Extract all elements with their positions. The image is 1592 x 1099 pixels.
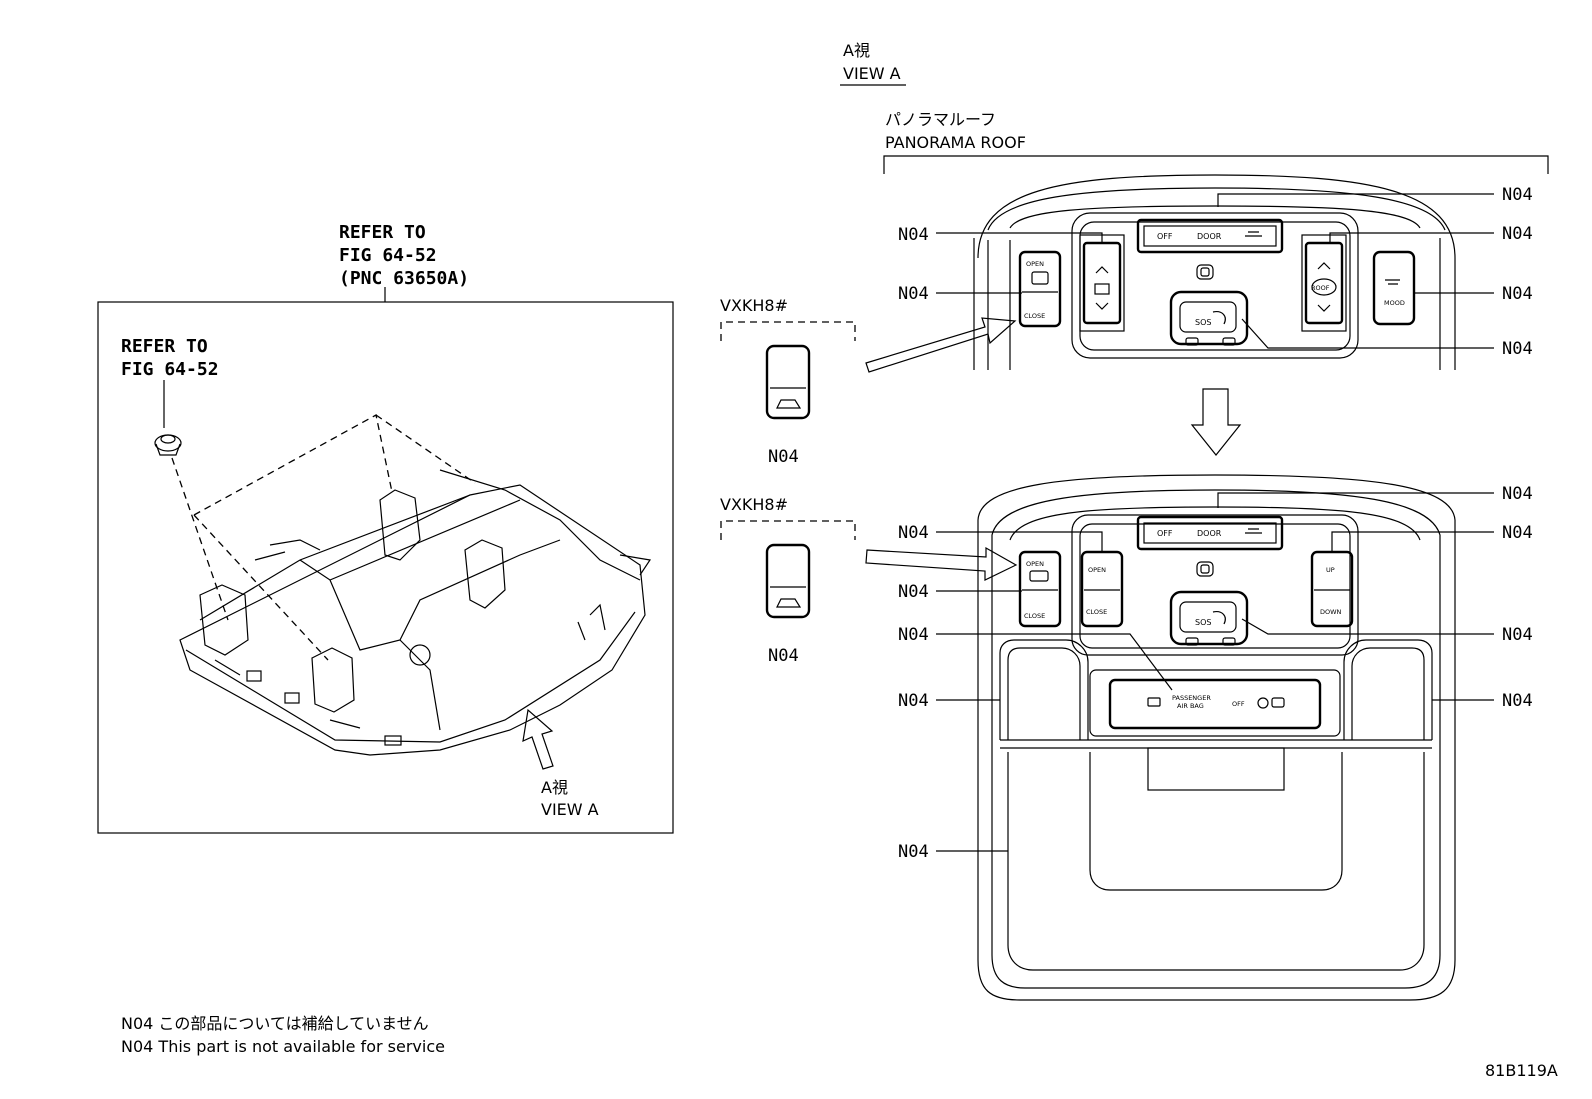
refer-inner-line-1: REFER TO [121, 336, 208, 357]
off-label: OFF [1157, 232, 1173, 241]
variant-label-lower: VXKH8# [720, 495, 788, 514]
view-header: A視 VIEW A パノラマルーフ PANORAMA ROOF [840, 41, 1549, 174]
callout-lower-left-1: N04 [898, 523, 929, 543]
refer-outer-line-1: REFER TO [339, 222, 426, 243]
callout-upper-right-3: N04 [1502, 284, 1533, 304]
footer-notes: N04 この部品については補給していません N04 This part is n… [121, 1014, 1558, 1080]
door-label: DOOR [1197, 232, 1222, 241]
panorama-bracket [883, 155, 1549, 174]
callout-lower-right-1: N04 [1502, 484, 1533, 504]
overhead-console-housing [179, 469, 652, 756]
callout-upper-right-1: N04 [1502, 185, 1533, 205]
close-label-lower-2: CLOSE [1086, 608, 1107, 616]
up-label: UP [1326, 566, 1335, 574]
callout-lower-left-3: N04 [898, 625, 929, 645]
left-panel: REFER TO FIG 64-52 (PNC 63650A) REFER TO… [97, 222, 674, 834]
view-header-jp: A視 [843, 41, 870, 60]
transition-arrow [1190, 388, 1242, 456]
off-label-lower: OFF [1157, 529, 1173, 538]
part-code-labels: N04 N04 N04 N04 N04 N04 N04 N04 N04 N04 … [898, 185, 1533, 862]
callout-lower-left-5: N04 [898, 842, 929, 862]
lower-switch-part-code: N04 [768, 646, 799, 666]
callout-lower-left-4: N04 [898, 691, 929, 711]
callout-upper-left-1: N04 [898, 225, 929, 245]
open-label-lower-1: OPEN [1026, 560, 1044, 568]
panorama-label-jp: パノラマルーフ [885, 110, 996, 129]
door-label-lower: DOOR [1197, 529, 1222, 538]
figure-id: 81B119A [1485, 1061, 1558, 1080]
callout-upper-right-4: N04 [1502, 339, 1533, 359]
lower-pointer-arrow [865, 546, 1018, 581]
note-jp: N04 この部品については補給していません [121, 1014, 429, 1033]
sos-label-lower: SOS [1195, 618, 1211, 627]
refer-inner-line-2: FIG 64-52 [121, 359, 219, 380]
assembly-dashed-lines [171, 414, 476, 661]
airbag-off-label: OFF [1232, 700, 1245, 708]
mood-label: MOOD [1384, 299, 1405, 307]
vxkh8-switch-upper: VXKH8# N04 [720, 296, 856, 467]
sos-label-upper: SOS [1195, 318, 1211, 327]
callout-lower-left-2: N04 [898, 582, 929, 602]
down-label: DOWN [1320, 608, 1342, 616]
leader-lines [936, 193, 1494, 852]
open-label-lower-2: OPEN [1088, 566, 1106, 574]
refer-outer-line-3: (PNC 63650A) [339, 268, 469, 289]
vxkh8-switch-lower: VXKH8# N04 [720, 495, 856, 666]
note-en: N04 This part is not available for servi… [121, 1037, 445, 1056]
refer-outer-line-2: FIG 64-52 [339, 245, 437, 266]
callout-lower-right-4: N04 [1502, 691, 1533, 711]
close-label-lower-1: CLOSE [1024, 612, 1045, 620]
exploded-view-frame [97, 301, 674, 834]
upper-console: OFF DOOR SOS ROOF OPEN CLOSE MOOD [973, 174, 1456, 370]
callout-lower-right-3: N04 [1502, 625, 1533, 645]
view-a-label-jp: A視 [541, 778, 568, 797]
passenger-label: PASSENGER [1172, 694, 1211, 702]
callout-upper-right-2: N04 [1502, 224, 1533, 244]
panorama-label-en: PANORAMA ROOF [885, 133, 1026, 152]
airbag-label: AIR BAG [1177, 702, 1204, 710]
clip-fastener [154, 434, 182, 456]
lower-console: OFF DOOR SOS OPEN CLOSE OPEN CLOSE UP DO… [977, 474, 1456, 1001]
view-a-label-en: VIEW A [541, 800, 599, 819]
view-header-en: VIEW A [843, 64, 901, 83]
callout-lower-right-2: N04 [1502, 523, 1533, 543]
upper-switch-part-code: N04 [768, 447, 799, 467]
open-label-upper: OPEN [1026, 260, 1044, 268]
callout-upper-left-2: N04 [898, 284, 929, 304]
upper-pointer-arrow [865, 317, 1017, 373]
roof-label: ROOF [1311, 284, 1330, 292]
variant-label-upper: VXKH8# [720, 296, 788, 315]
close-label-upper: CLOSE [1024, 312, 1045, 320]
view-a-arrow [522, 708, 554, 770]
